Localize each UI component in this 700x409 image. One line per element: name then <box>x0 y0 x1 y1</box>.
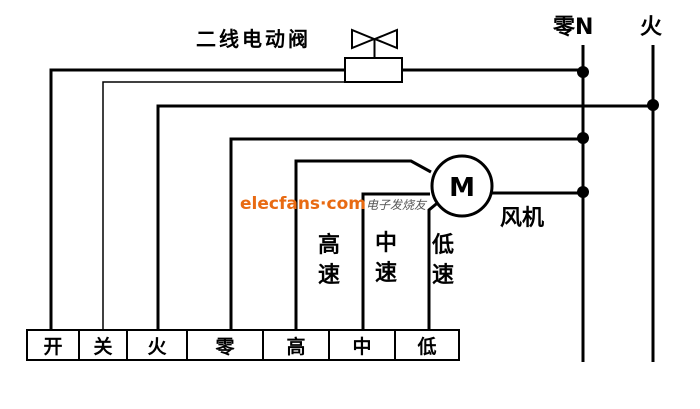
wire-high <box>294 159 432 330</box>
junction-dot <box>647 99 659 111</box>
junction-dot <box>577 186 589 198</box>
terminal-label-open: 开 <box>43 336 62 358</box>
junction-dot <box>577 132 589 144</box>
wire-close <box>102 81 347 330</box>
motor-label: 风机 <box>500 206 544 231</box>
valve-actuator-box <box>344 57 403 83</box>
valve-label: 二线电动阀 <box>196 27 311 51</box>
terminal-label-mid: 中 <box>352 335 371 358</box>
neutral-rail-label: 零N <box>552 15 593 40</box>
wire-live <box>156 104 653 330</box>
wire-open <box>49 68 345 330</box>
junction-dot <box>577 66 589 78</box>
watermark-sub: 电子发烧友 <box>366 198 428 212</box>
speed-mid-label-1: 中 <box>375 231 397 256</box>
wire-mid <box>361 192 430 330</box>
terminal-label-neutral: 零 <box>214 336 235 358</box>
valve-icon <box>351 28 398 58</box>
live-rail-label: 火 <box>640 15 662 40</box>
wire-neutral <box>229 137 583 330</box>
watermark-brand: elecfans·com <box>240 194 366 214</box>
speed-high-label-1: 高 <box>318 232 340 258</box>
motor-icon <box>430 154 494 218</box>
motor-symbol: M <box>449 173 475 203</box>
terminal-label-low: 低 <box>416 335 436 358</box>
speed-low-label-1: 低 <box>431 233 454 258</box>
terminal-label-high: 高 <box>286 335 305 358</box>
speed-mid-label-2: 速 <box>375 260 397 286</box>
terminal-label-close: 关 <box>93 335 112 358</box>
speed-high-label-2: 速 <box>318 262 340 288</box>
terminal-block: 开 关 火 零 高 中 低 <box>26 329 460 361</box>
terminal-label-live: 火 <box>147 336 167 358</box>
speed-low-label-2: 速 <box>432 262 454 288</box>
